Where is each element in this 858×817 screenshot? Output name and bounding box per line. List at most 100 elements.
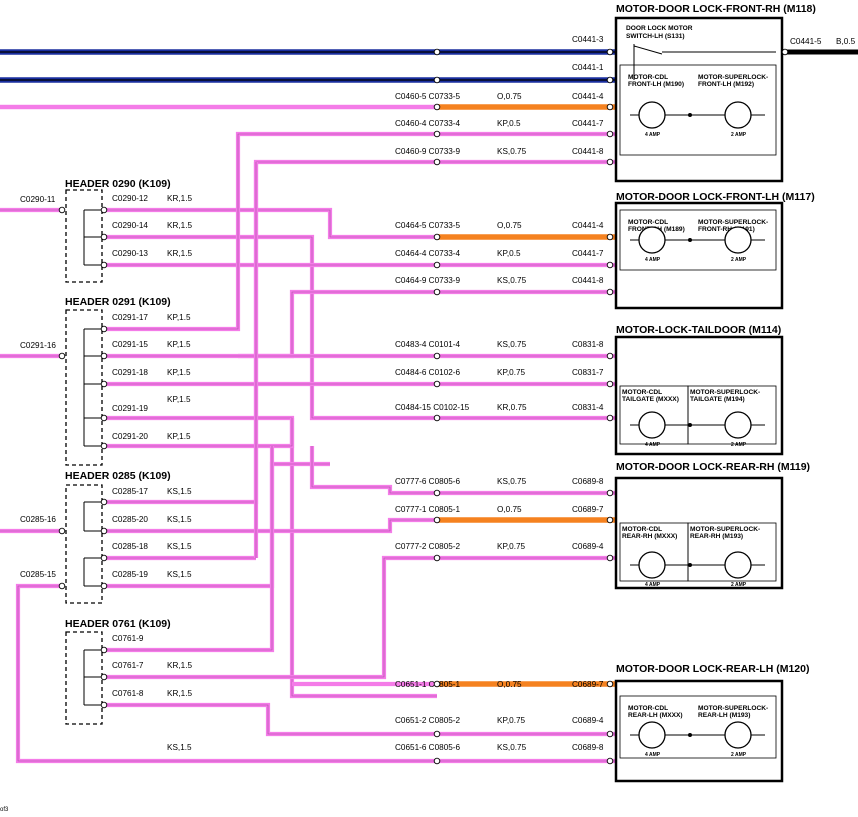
terminal-pin (606, 414, 614, 422)
motor-icon (638, 551, 666, 579)
motor-label: FRONT-LH (M190) (628, 81, 684, 88)
motor-module: MOTOR-DOOR LOCK-FRONT-LH (M117)MOTOR-CDL… (614, 191, 815, 310)
wire-spec-label: O,0.75 (497, 221, 522, 230)
switch-label: SWITCH-LH (S131) (626, 33, 685, 40)
amp-label: 2 AMP (731, 442, 747, 448)
terminal-pin (100, 442, 108, 450)
motor-icon (724, 551, 752, 579)
motor-label: MOTOR-SUPERLOCK- (698, 74, 768, 81)
motor-label: MOTOR-SUPERLOCK- (698, 219, 768, 226)
terminal-pin (100, 233, 108, 241)
wire-core (106, 236, 437, 419)
wire-core (106, 291, 437, 357)
wire-spec-label: O,0.75 (497, 680, 522, 689)
wire-connector-label: C0441-7 (572, 119, 604, 128)
terminal-pin (606, 76, 614, 84)
header-pin-spec: KR,1.5 (167, 661, 192, 670)
switch-icon (633, 44, 776, 80)
wire-connector-label: C0651-2 C0805-2 (395, 716, 461, 725)
wire-connector-label: C0484-15 C0102-15 (395, 403, 470, 412)
motor-label: FRONT-RH (M191) (698, 226, 755, 233)
motor-label: MOTOR-CDL (628, 219, 668, 226)
header-pin-spec: KS,1.5 (167, 570, 192, 579)
terminal-pin (433, 233, 441, 241)
header-pin-spec: KR,1.5 (167, 194, 192, 203)
pink-wire (106, 461, 330, 589)
wire-connector-label: C0651-1 C0805-1 (395, 680, 461, 689)
header-pin-label: C0761-9 (112, 634, 144, 643)
terminal-pin (100, 380, 108, 388)
wire-connector-label: C0777-6 C0805-6 (395, 477, 461, 486)
terminal-pin (433, 103, 441, 111)
terminal-pin (100, 554, 108, 562)
header-title: HEADER 0291 (K109) (65, 296, 171, 308)
wire-core (106, 519, 437, 532)
wire-spec-label: O,0.75 (497, 505, 522, 514)
header-pin-label: C0291-18 (112, 368, 148, 377)
terminal-pin (433, 516, 441, 524)
terminal-pin (606, 158, 614, 166)
left-connector-label: C0285-15 (20, 570, 56, 579)
wire-connector-label: C0689-4 (572, 542, 604, 551)
wire-spec-label: O,0.75 (497, 92, 522, 101)
motor-label: TAILGATE (M194) (690, 396, 745, 403)
terminal-pin (433, 352, 441, 360)
terminal-pin (433, 158, 441, 166)
amp-label: 4 AMP (645, 442, 661, 448)
junction-dot (688, 733, 692, 737)
output-connector-label: C0441-5 (790, 37, 822, 46)
wire-connector-label: C0441-3 (572, 35, 604, 44)
terminal-pin (433, 48, 441, 56)
header-pin-spec: KP,1.5 (167, 313, 191, 322)
header-pin-label: C0761-7 (112, 661, 144, 670)
wire-connector-label: C0689-8 (572, 477, 604, 486)
module-title: MOTOR-LOCK-TAILDOOR (M114) (616, 324, 781, 336)
wire-connector-label: C0831-7 (572, 368, 604, 377)
motor-label: TAILGATE (MXXX) (622, 396, 679, 403)
header-pin-spec: KP,1.5 (167, 340, 191, 349)
terminal-pin (100, 414, 108, 422)
terminal-pin (100, 582, 108, 590)
header-pin-spec: KP,1.5 (167, 395, 191, 404)
motor-icon (724, 721, 752, 749)
junction-dot (688, 563, 692, 567)
terminal-pin (100, 261, 108, 269)
wire-core (106, 209, 437, 238)
header-pin-label: C0285-20 (112, 515, 148, 524)
header-pin-spec: KS,1.5 (167, 487, 192, 496)
terminal-pin (58, 352, 66, 360)
terminal-pin (606, 516, 614, 524)
header-pin-label: C0291-17 (112, 313, 148, 322)
terminal-pin (100, 498, 108, 506)
wire-spec-label: KP,0.75 (497, 716, 526, 725)
header-pin-spec: KS,1.5 (167, 515, 192, 524)
wire-connector-label: C0460-9 C0733-9 (395, 147, 461, 156)
motor-icon (638, 721, 666, 749)
terminal-pin (606, 48, 614, 56)
terminal-pin (100, 527, 108, 535)
wire-connector-label: C0464-9 C0733-9 (395, 276, 461, 285)
module-box (614, 16, 784, 183)
motor-label: REAR-LH (M193) (698, 712, 750, 719)
module-title: MOTOR-DOOR LOCK-REAR-LH (M120) (616, 663, 809, 675)
header-pin-label: C0291-15 (112, 340, 148, 349)
wire-core (106, 463, 330, 587)
terminal-pin (606, 261, 614, 269)
wire-spec-label: KP,0.75 (497, 542, 526, 551)
left-connector-label: C0285-16 (20, 515, 56, 524)
motor-icon (638, 411, 666, 439)
wire-spec-label: KS,0.75 (497, 743, 527, 752)
motor-module: MOTOR-DOOR LOCK-REAR-RH (M119)MOTOR-CDLR… (614, 461, 810, 590)
junction-dot (688, 113, 692, 117)
header-0290: HEADER 0290 (K109) (65, 178, 171, 283)
terminal-pin (606, 103, 614, 111)
wire-connector-label: C0689-7 (572, 505, 604, 514)
terminal-pin (606, 489, 614, 497)
motor-label: MOTOR-CDL (628, 74, 668, 81)
terminal-pin (100, 325, 108, 333)
bottom-wire-spec: KS,1.5 (167, 743, 192, 752)
wire-connector-label: C0441-8 (572, 276, 604, 285)
terminal-pin (433, 757, 441, 765)
motor-icon (724, 101, 752, 129)
